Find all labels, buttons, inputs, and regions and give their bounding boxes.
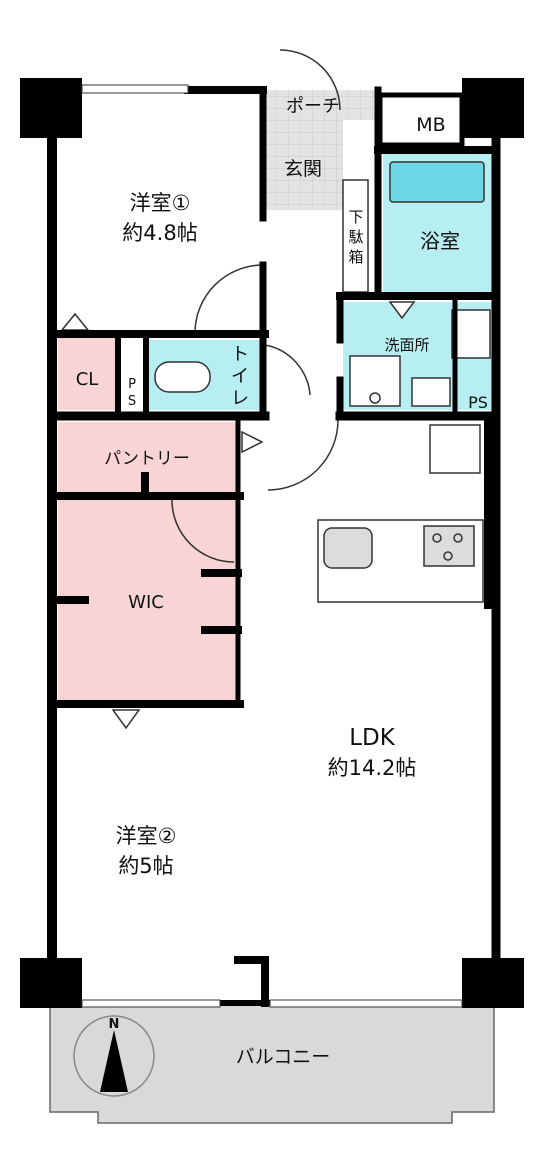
fridge-space	[429, 424, 481, 474]
toilet-label-3: レ	[231, 388, 249, 409]
wic-label: WIC	[128, 592, 164, 613]
bedroom1-area	[58, 90, 263, 330]
porch-label: ポーチ	[286, 96, 340, 117]
shoe-box-label-3: 箱	[348, 248, 363, 266]
burner	[443, 551, 453, 561]
washroom-label: 洗面所	[384, 336, 429, 354]
window	[81, 999, 221, 1008]
burner	[453, 533, 463, 543]
cl-area	[58, 338, 116, 410]
bedroom2-area	[58, 708, 236, 960]
shoe-box-label-2: 駄	[348, 228, 363, 246]
bedroom2-name: 洋室②	[116, 824, 177, 848]
entrance-area	[263, 120, 343, 210]
balcony-label: バルコニー	[236, 1046, 331, 1068]
walls	[47, 85, 501, 1008]
window	[81, 84, 189, 94]
cabinet	[411, 377, 451, 407]
drain	[369, 392, 381, 404]
column	[20, 78, 82, 138]
balcony-area	[49, 1002, 495, 1124]
ps-small-area	[120, 362, 144, 410]
toilet-label-1: ト	[231, 344, 249, 365]
bedroom1-name: 洋室①	[130, 191, 191, 215]
door-marker	[111, 709, 141, 730]
ldk-name: LDK	[349, 725, 396, 751]
ps-label: PS	[468, 393, 488, 412]
entrance-label: 玄関	[284, 158, 322, 180]
mb-box	[377, 92, 465, 148]
window	[269, 999, 463, 1008]
burner	[432, 533, 442, 543]
cl-label: CL	[76, 369, 99, 390]
column	[20, 958, 82, 1008]
column	[462, 958, 524, 1008]
door-swing	[264, 344, 311, 396]
shoe-box	[342, 179, 369, 293]
porch-area	[263, 90, 378, 120]
compass-ring	[73, 1015, 155, 1097]
ldk-size: 約14.2帖	[328, 756, 417, 780]
compass-north-label: N	[109, 1017, 120, 1032]
door-marker	[241, 430, 264, 454]
ps-small-label-1: P	[128, 377, 136, 392]
door-swing	[267, 419, 339, 491]
column	[462, 78, 524, 138]
kitchen-sink	[323, 527, 373, 569]
door-swing	[279, 49, 341, 111]
door-marker	[388, 301, 416, 320]
bedroom1-size: 約4.8帖	[122, 221, 197, 245]
compass-arrow-icon	[100, 1030, 128, 1092]
toilet-fixture	[154, 361, 211, 393]
bathtub	[389, 161, 485, 203]
ps-small-label-2: S	[128, 394, 136, 409]
bath-label: 浴室	[420, 229, 460, 253]
wash-basin	[451, 309, 491, 359]
door-swing	[194, 264, 264, 334]
door-swing	[171, 499, 235, 563]
shoe-box-label-1: 下	[348, 208, 363, 226]
ldk-area	[240, 420, 493, 1000]
pantry-label: パントリー	[104, 449, 190, 469]
toilet-label-2: イ	[231, 366, 249, 387]
bedroom2-size: 約5帖	[118, 854, 173, 878]
mb-label: MB	[416, 114, 445, 136]
